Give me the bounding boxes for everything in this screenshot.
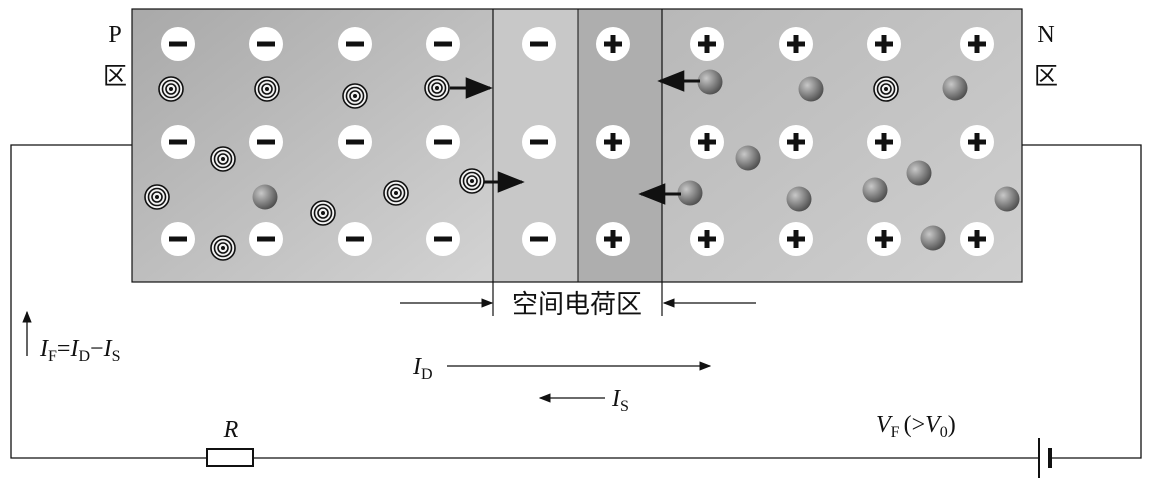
negative-acceptor-ion	[426, 27, 460, 61]
hole	[383, 180, 409, 206]
hole	[158, 76, 184, 102]
hole	[424, 75, 450, 101]
positive-donor-ion	[779, 125, 813, 159]
positive-donor-ion	[690, 125, 724, 159]
negative-acceptor-ion	[161, 27, 195, 61]
diffusion-current-label: ID	[412, 354, 433, 383]
resistor-label: R	[223, 417, 239, 443]
hole-layer	[144, 75, 899, 261]
negative-acceptor-ion	[249, 125, 283, 159]
negative-acceptor-ion	[249, 27, 283, 61]
electron-layer	[252, 69, 1020, 251]
positive-donor-ion	[867, 222, 901, 256]
electron	[697, 69, 723, 95]
positive-donor-ion	[960, 125, 994, 159]
positive-donor-ion	[960, 222, 994, 256]
electron	[920, 225, 946, 251]
resistor	[206, 448, 254, 467]
ion-layer	[161, 27, 994, 256]
p-region-char: 区	[103, 64, 127, 90]
negative-acceptor-ion	[426, 125, 460, 159]
circuit-right-wire	[1022, 144, 1142, 459]
positive-donor-ion	[690, 222, 724, 256]
hole	[310, 200, 336, 226]
negative-acceptor-ion	[426, 222, 460, 256]
negative-acceptor-ion	[249, 222, 283, 256]
n-region-letter: N	[1037, 22, 1054, 48]
electron	[786, 186, 812, 212]
drift-current-label: IS	[611, 386, 629, 415]
hole	[342, 83, 368, 109]
positive-donor-ion	[779, 222, 813, 256]
negative-acceptor-ion	[522, 222, 556, 256]
positive-donor-ion	[596, 222, 630, 256]
positive-donor-ion	[867, 27, 901, 61]
forward-current-equation: IF=ID−IS	[39, 336, 120, 365]
electron	[862, 177, 888, 203]
circuit-left-wire	[10, 144, 207, 459]
negative-acceptor-ion	[338, 125, 372, 159]
positive-donor-ion	[867, 125, 901, 159]
negative-acceptor-ion	[161, 125, 195, 159]
positive-donor-ion	[690, 27, 724, 61]
negative-acceptor-ion	[522, 27, 556, 61]
battery-voltage-label: VF(>V0)	[876, 412, 956, 441]
space-charge-label: 空间电荷区	[512, 290, 642, 319]
p-region-letter: P	[108, 22, 121, 48]
hole	[459, 168, 485, 194]
electron	[252, 184, 278, 210]
negative-acceptor-ion	[338, 222, 372, 256]
positive-donor-ion	[960, 27, 994, 61]
electron	[994, 186, 1020, 212]
electron	[677, 180, 703, 206]
electron	[735, 145, 761, 171]
hole	[144, 184, 170, 210]
negative-acceptor-ion	[338, 27, 372, 61]
electron	[798, 76, 824, 102]
n-region-char: 区	[1034, 64, 1058, 90]
negative-acceptor-ion	[522, 125, 556, 159]
hole	[873, 76, 899, 102]
electron	[906, 160, 932, 186]
hole	[210, 235, 236, 261]
hole	[254, 76, 280, 102]
positive-donor-ion	[779, 27, 813, 61]
hole	[210, 146, 236, 172]
negative-acceptor-ion	[161, 222, 195, 256]
positive-donor-ion	[596, 125, 630, 159]
positive-donor-ion	[596, 27, 630, 61]
electron	[942, 75, 968, 101]
